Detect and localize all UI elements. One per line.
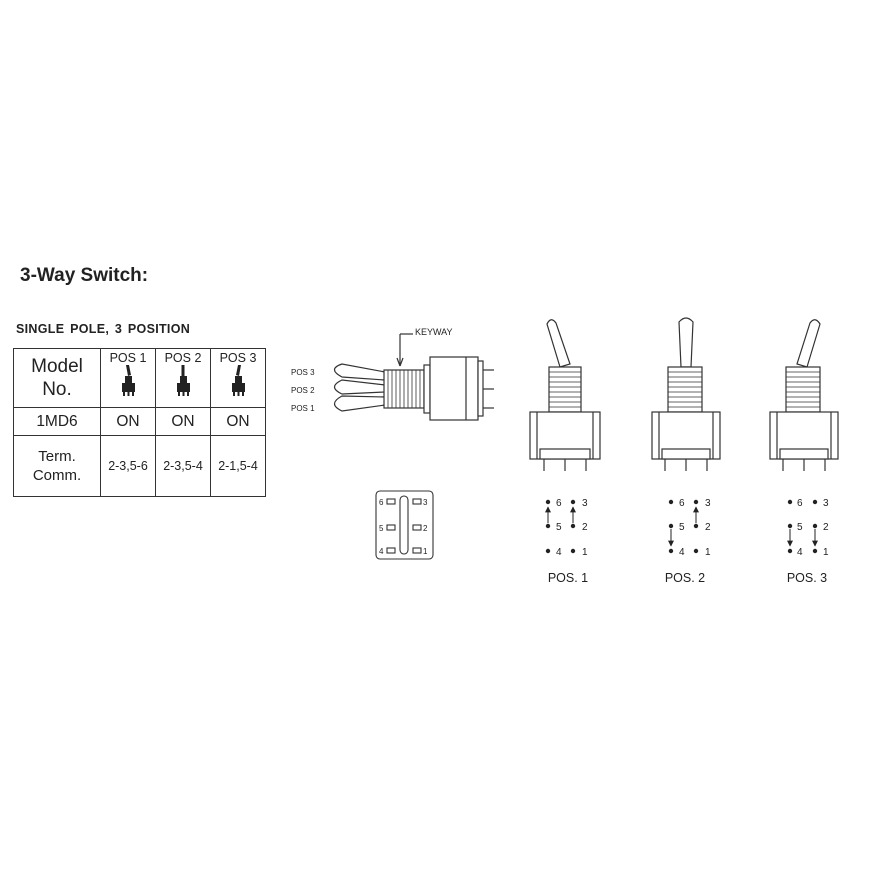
lever-pos3: [333, 363, 386, 381]
switch-front-view-icon: [529, 319, 601, 471]
pos3-label: POS 3: [291, 368, 315, 377]
actuator-slot: [399, 495, 409, 555]
term-cell: 2-1,5-4: [210, 435, 266, 497]
lever-pos1: [333, 395, 386, 412]
svg-text:5: 5: [797, 522, 803, 533]
svg-text:6: 6: [379, 498, 384, 507]
pos1-header: POS 1: [100, 348, 156, 408]
side-view: POS 3 POS 2 POS 1 KEYWAY: [291, 327, 494, 421]
svg-text:6: 6: [556, 498, 562, 509]
switch-front-view-icon: [651, 317, 721, 471]
connection-pos1: 6 3 5 2 4 1: [545, 498, 588, 558]
svg-text:2: 2: [423, 524, 428, 533]
svg-text:3: 3: [582, 498, 588, 509]
svg-text:1: 1: [705, 547, 711, 558]
svg-text:5: 5: [679, 522, 685, 533]
state-cell: ON: [155, 407, 211, 436]
svg-text:2: 2: [823, 522, 829, 533]
svg-text:1: 1: [823, 547, 829, 558]
toggle-lever-icon: [122, 365, 135, 396]
svg-text:1: 1: [582, 547, 588, 558]
caption-pos2: POS. 2: [665, 571, 705, 585]
terminal-layout: [375, 490, 434, 560]
term-label: Term. Comm.: [13, 435, 101, 497]
toggle-lever-icon: [177, 365, 190, 396]
svg-text:2: 2: [582, 522, 588, 533]
model-header: Model No.: [13, 348, 101, 408]
keyway-label: KEYWAY: [415, 327, 453, 337]
caption-pos1: POS. 1: [548, 571, 588, 585]
svg-text:6: 6: [679, 498, 685, 509]
svg-text:3: 3: [705, 498, 711, 509]
state-cell: ON: [210, 407, 266, 436]
lever-pos2: [333, 379, 386, 395]
terminal-housing: [375, 490, 434, 560]
connection-pos2: 6 3 5 2 4 1: [668, 498, 711, 558]
svg-text:2: 2: [705, 522, 711, 533]
switch-front-view-icon: [769, 319, 839, 471]
toggle-lever-icon: [232, 365, 245, 396]
svg-text:3: 3: [823, 498, 829, 509]
pos1-label: POS 1: [291, 404, 315, 413]
model-cell: 1MD6: [13, 407, 101, 436]
svg-text:5: 5: [556, 522, 562, 533]
subtitle: SINGLE POLE, 3 POSITION: [16, 322, 191, 336]
caption-pos3: POS. 3: [787, 571, 827, 585]
switch-body-side: [429, 356, 479, 421]
connection-pos3: 6 3 5 2 4 1: [787, 498, 829, 558]
svg-text:4: 4: [797, 547, 803, 558]
svg-text:4: 4: [379, 547, 384, 556]
pos3-header: POS 3: [210, 348, 266, 408]
position-captions: POS. 1 POS. 2 POS. 3: [548, 571, 827, 585]
svg-text:3: 3: [423, 498, 428, 507]
pos2-label: POS 2: [291, 386, 315, 395]
svg-text:1: 1: [423, 547, 428, 556]
svg-text:5: 5: [379, 524, 384, 533]
term-cell: 2-3,5-6: [100, 435, 156, 497]
svg-text:4: 4: [556, 547, 562, 558]
pos2-header: POS 2: [155, 348, 211, 408]
svg-text:6: 6: [797, 498, 803, 509]
spec-table: Model No. POS 1 POS 2 POS 3 1MD6 ON ON O…: [13, 348, 266, 497]
terminal-numbers: 6 3 5 2 4 1: [379, 498, 428, 556]
page-title: 3-Way Switch:: [20, 265, 149, 286]
state-cell: ON: [100, 407, 156, 436]
svg-text:4: 4: [679, 547, 685, 558]
